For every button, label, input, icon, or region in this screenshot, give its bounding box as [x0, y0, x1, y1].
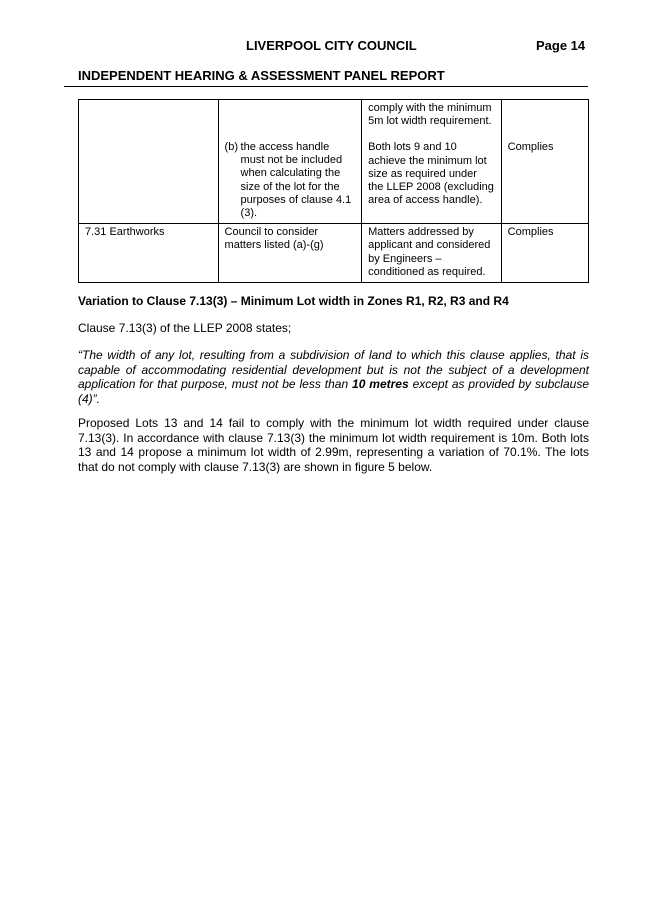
- table-cell-requirement: Council to consider matters listed (a)-(…: [217, 223, 363, 284]
- body-paragraph: Proposed Lots 13 and 14 fail to comply w…: [78, 416, 589, 474]
- requirement-text: Council to consider matters listed (a)-(…: [224, 226, 324, 252]
- table-cell-clause: [78, 98, 219, 225]
- quote-text-bold: 10 metres: [352, 377, 409, 392]
- requirement-item-b: (b)the access handle must not be include…: [225, 141, 356, 220]
- requirement-text: the access handle must not be included w…: [240, 141, 352, 220]
- compliance-table: (b)the access handle must not be include…: [78, 98, 590, 284]
- table-cell-compliance: Complies: [500, 223, 590, 284]
- clause-text: 7.31 Earthworks: [85, 226, 165, 239]
- compliance-status: Complies: [507, 141, 554, 153]
- table-cell-requirement: (b)the access handle must not be include…: [217, 98, 363, 225]
- proposal-text-2: Both lots 9 and 10 achieve the minimum l…: [368, 141, 494, 207]
- clause-intro: Clause 7.13(3) of the LLEP 2008 states;: [78, 321, 292, 335]
- clause-quote: “The width of any lot, resulting from a …: [78, 348, 589, 406]
- table-row: 7.31 Earthworks Council to consider matt…: [78, 223, 590, 284]
- header-page-number: Page 14: [536, 38, 586, 53]
- table-cell-proposal: Matters addressed by applicant and consi…: [361, 223, 502, 284]
- proposal-text: Matters addressed by applicant and consi…: [368, 226, 491, 278]
- quote-text-before: “The width of any lot, resulting from a …: [78, 348, 589, 392]
- proposal-text-1: comply with the minimum 5m lot width req…: [368, 102, 492, 128]
- requirement-label: (b): [224, 141, 238, 153]
- table-cell-clause: 7.31 Earthworks: [78, 223, 219, 284]
- header-rule: [64, 86, 588, 87]
- header-report-title: INDEPENDENT HEARING & ASSESSMENT PANEL R…: [78, 68, 445, 83]
- table-cell-compliance: Complies: [500, 98, 590, 225]
- compliance-status: Complies: [507, 226, 554, 239]
- table-row: (b)the access handle must not be include…: [78, 98, 590, 225]
- table-cell-proposal: comply with the minimum 5m lot width req…: [361, 98, 502, 225]
- header-council-name: LIVERPOOL CITY COUNCIL: [246, 38, 417, 53]
- section-heading: Variation to Clause 7.13(3) – Minimum Lo…: [78, 294, 509, 308]
- quote-text-after: except as provided by subclause (4)”.: [78, 377, 589, 406]
